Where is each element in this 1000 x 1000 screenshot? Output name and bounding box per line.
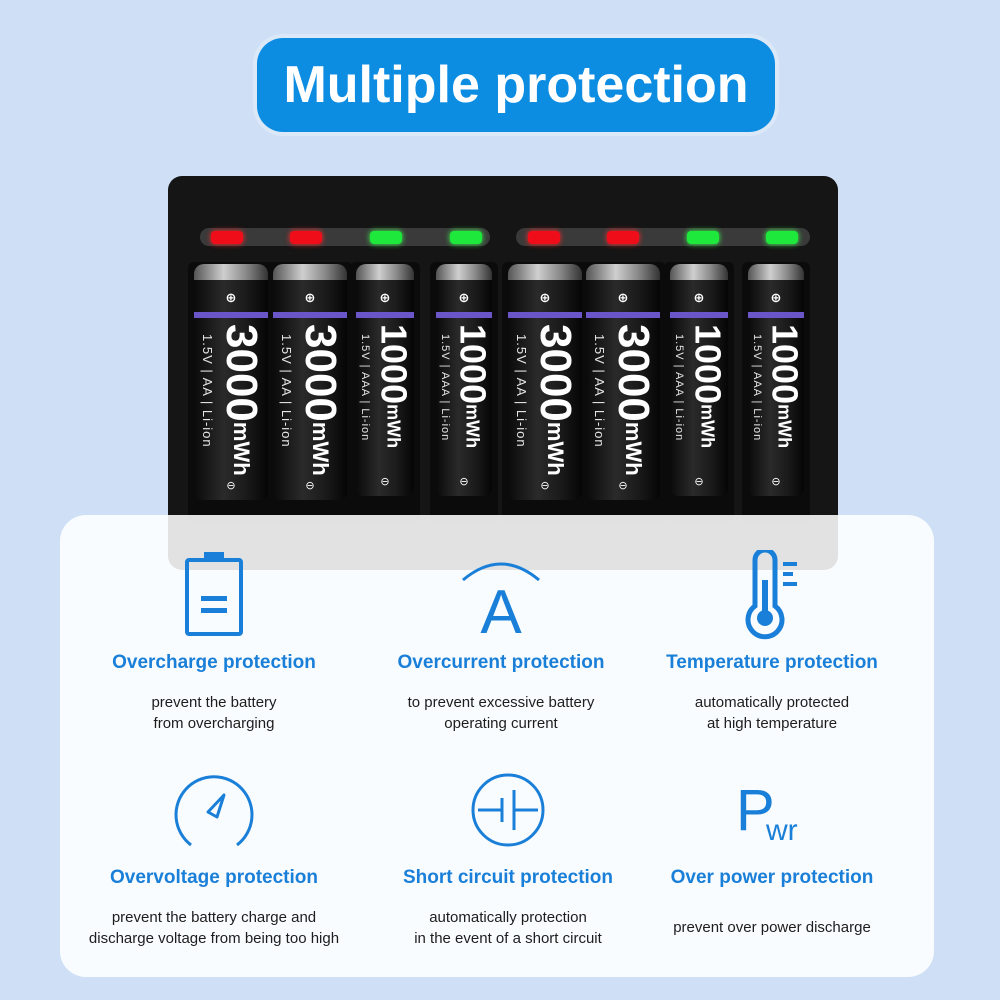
battery-capacity: 1000mWh xyxy=(373,324,414,449)
feature-panel xyxy=(60,515,934,977)
status-led-green xyxy=(450,231,482,244)
plus-icon: ⊕ xyxy=(693,290,705,305)
feature-description: prevent over power discharge xyxy=(673,919,871,936)
feature-over-power: P wr Over power protection prevent over … xyxy=(622,765,922,938)
battery-spec: 1.5V | AAA | Li-ion xyxy=(359,334,371,442)
minus-icon: ⊖ xyxy=(380,476,390,488)
thermometer-icon xyxy=(622,550,922,640)
plus-icon: ⊕ xyxy=(379,290,391,305)
battery-cap xyxy=(748,264,804,280)
status-led-green xyxy=(687,231,719,244)
svg-text:wr: wr xyxy=(765,814,798,847)
battery-capacity: 3000mWh xyxy=(531,324,580,476)
minus-icon: ⊖ xyxy=(226,480,236,492)
minus-icon: ⊖ xyxy=(459,476,469,488)
short-circuit-icon xyxy=(358,765,658,855)
gauge-icon xyxy=(64,765,364,855)
plus-icon: ⊕ xyxy=(225,290,237,305)
battery-spec: 1.5V | AAA | Li-ion xyxy=(751,334,763,442)
battery-spec: 1.5V | AA | Li-ion xyxy=(592,334,607,448)
minus-icon: ⊖ xyxy=(540,480,550,492)
svg-text:P: P xyxy=(736,778,775,843)
battery-spec: 1.5V | AA | Li-ion xyxy=(279,334,294,448)
svg-text:A: A xyxy=(480,578,522,640)
status-led-green xyxy=(370,231,402,244)
feature-title: Overcurrent protection xyxy=(397,652,605,673)
feature-title: Overvoltage protection xyxy=(110,867,318,888)
battery-cap xyxy=(586,264,660,280)
led-bar-right xyxy=(516,228,810,246)
page-title: Multiple protection xyxy=(257,38,775,132)
status-led-green xyxy=(766,231,798,244)
battery-cap xyxy=(194,264,268,280)
battery-icon xyxy=(64,550,364,640)
feature-overcurrent: A Overcurrent protection to prevent exce… xyxy=(351,550,651,734)
feature-title: Temperature protection xyxy=(666,652,878,673)
led-bar-left xyxy=(200,228,490,246)
minus-icon: ⊖ xyxy=(694,476,704,488)
battery-capacity: 3000mWh xyxy=(296,324,345,476)
battery-capacity: 1000mWh xyxy=(687,324,728,449)
plus-icon: ⊕ xyxy=(539,290,551,305)
battery-band xyxy=(670,312,728,318)
status-led-red xyxy=(211,231,243,244)
battery-capacity: 3000mWh xyxy=(217,324,266,476)
plus-icon: ⊕ xyxy=(458,290,470,305)
battery-capacity: 1000mWh xyxy=(764,324,804,449)
feature-title: Over power protection xyxy=(670,867,874,888)
battery-band xyxy=(748,312,804,318)
plus-icon: ⊕ xyxy=(304,290,316,305)
plus-icon: ⊕ xyxy=(617,290,629,305)
feature-title: Short circuit protection xyxy=(402,867,614,888)
battery-capacity: 3000mWh xyxy=(609,324,658,476)
battery-cap xyxy=(273,264,347,280)
battery-band xyxy=(194,312,268,318)
minus-icon: ⊖ xyxy=(305,480,315,492)
battery-band xyxy=(436,312,492,318)
minus-icon: ⊖ xyxy=(618,480,628,492)
battery-cap xyxy=(356,264,414,280)
battery-band xyxy=(508,312,582,318)
status-led-red xyxy=(290,231,322,244)
battery-cap xyxy=(436,264,492,280)
minus-icon: ⊖ xyxy=(771,476,781,488)
power-icon: P wr xyxy=(622,765,922,855)
current-icon: A xyxy=(351,550,651,640)
battery-band xyxy=(586,312,660,318)
feature-temperature: Temperature protection automatically pro… xyxy=(622,550,922,734)
battery-band xyxy=(356,312,414,318)
battery-spec: 1.5V | AA | Li-ion xyxy=(200,334,215,448)
battery-spec: 1.5V | AA | Li-ion xyxy=(514,334,529,448)
feature-title: Overcharge protection xyxy=(112,652,316,673)
battery-cap xyxy=(670,264,728,280)
battery-spec: 1.5V | AAA | Li-ion xyxy=(439,334,451,442)
status-led-red xyxy=(607,231,639,244)
battery-spec: 1.5V | AAA | Li-ion xyxy=(673,334,685,442)
feature-overcharge: Overcharge protection prevent the batter… xyxy=(64,550,364,734)
feature-overvoltage: Overvoltage protection prevent the batte… xyxy=(64,765,364,949)
battery-band xyxy=(273,312,347,318)
feature-short-circuit: Short circuit protection automatically p… xyxy=(358,765,658,949)
battery-capacity: 1000mWh xyxy=(452,324,492,449)
battery-cap xyxy=(508,264,582,280)
status-led-red xyxy=(528,231,560,244)
plus-icon: ⊕ xyxy=(770,290,782,305)
